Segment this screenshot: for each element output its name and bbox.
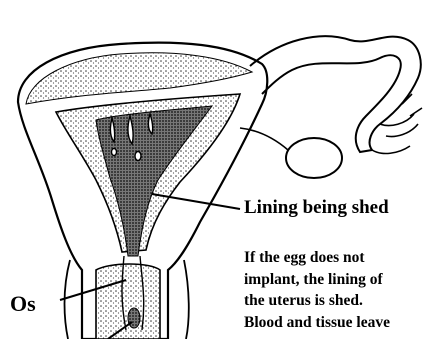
caption-line: implant, the lining of bbox=[244, 269, 434, 291]
caption-line: Blood and tissue leave bbox=[244, 312, 434, 334]
lining-label: Lining being shed bbox=[244, 197, 389, 219]
caption-text: If the egg does not implant, the lining … bbox=[244, 247, 434, 333]
fallopian-tube bbox=[250, 36, 421, 152]
cervix bbox=[96, 264, 160, 339]
caption-line: If the egg does not bbox=[244, 247, 434, 269]
ovary bbox=[286, 138, 342, 178]
caption-line: the uterus is shed. bbox=[244, 290, 434, 312]
blood-drop bbox=[128, 308, 140, 328]
os-label: Os bbox=[10, 291, 36, 317]
